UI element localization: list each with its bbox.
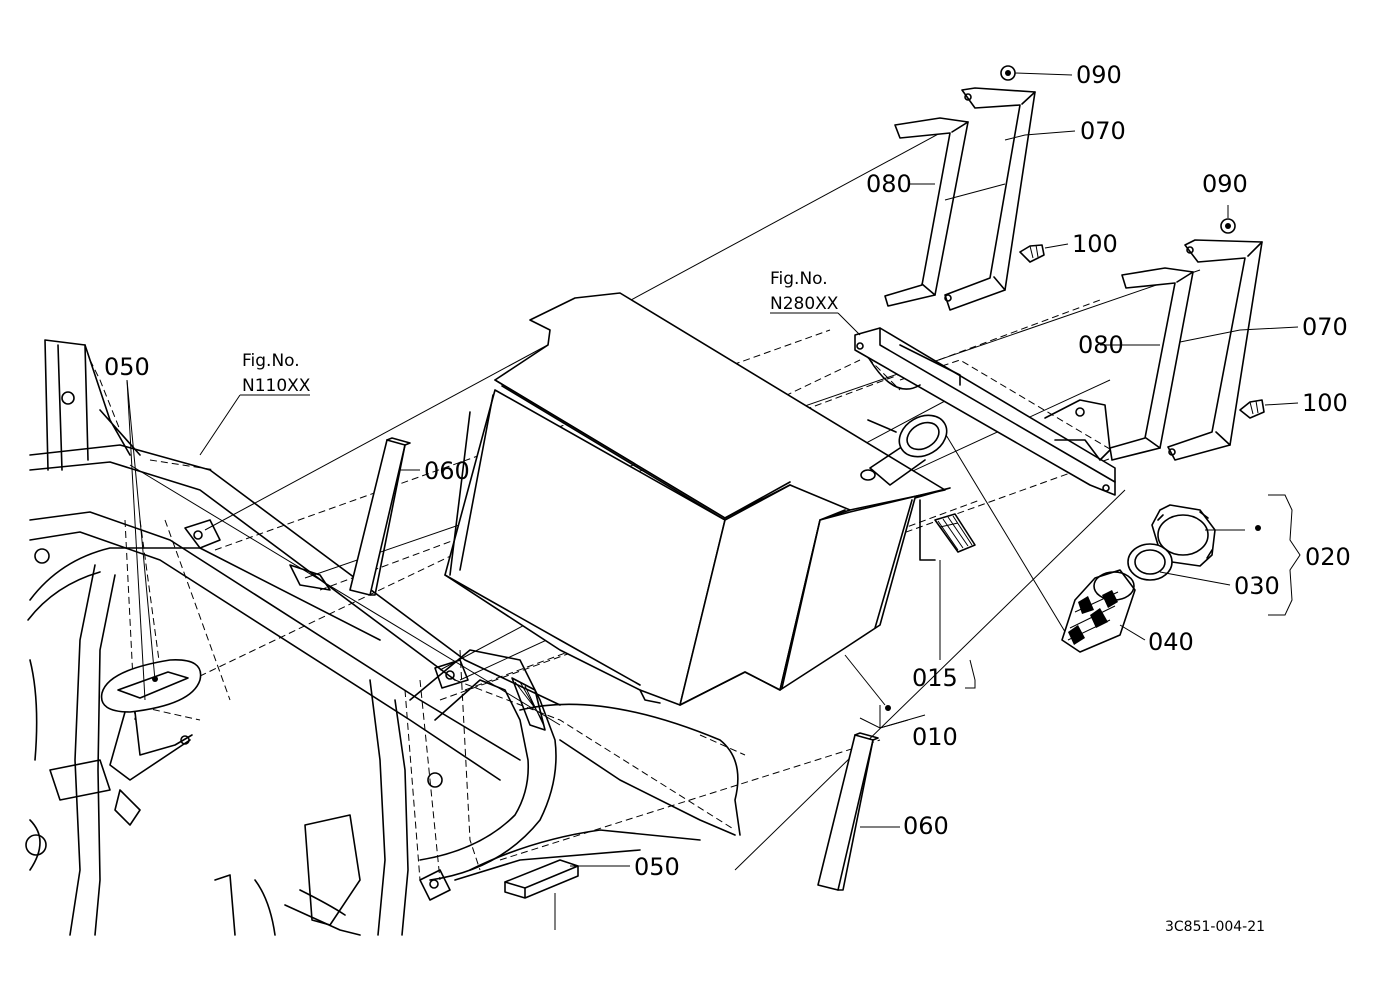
figure-references: Fig.No. N110XX Fig.No. N280XX bbox=[242, 269, 839, 396]
callout-060-upper: 060 bbox=[424, 457, 470, 485]
callout-010: 010 bbox=[912, 723, 958, 751]
callout-070-lower: 070 bbox=[1302, 313, 1348, 341]
fig-ref-1-label: Fig.No. bbox=[242, 351, 300, 371]
fuel-cap-group bbox=[1061, 504, 1216, 653]
leader-lines bbox=[126, 72, 1301, 930]
callout-080-lower: 080 bbox=[1078, 331, 1124, 359]
callout-020: 020 bbox=[1305, 543, 1351, 571]
drawing-number: 3C851-004-21 bbox=[1165, 919, 1265, 935]
callout-015: 015 bbox=[912, 664, 958, 692]
callout-050-left: 050 bbox=[104, 353, 150, 381]
fig-ref-2-label: Fig.No. bbox=[770, 269, 828, 289]
fig-ref-2-code: N280XX bbox=[770, 294, 839, 314]
callout-100-lower: 100 bbox=[1302, 389, 1348, 417]
bracket-set-upper bbox=[884, 65, 1045, 311]
callout-100-upper: 100 bbox=[1072, 230, 1118, 258]
fuel-tank bbox=[444, 292, 976, 706]
bracket-set-lower bbox=[1109, 218, 1265, 461]
callout-060-lower: 060 bbox=[903, 812, 949, 840]
tractor-frame bbox=[25, 339, 746, 936]
callout-labels: 090 070 080 090 100 080 070 100 050 060 … bbox=[104, 61, 1351, 881]
callout-080-upper: 080 bbox=[866, 170, 912, 198]
callout-090-upper: 090 bbox=[1076, 61, 1122, 89]
callout-040: 040 bbox=[1148, 628, 1194, 656]
callout-050-lower: 050 bbox=[634, 853, 680, 881]
callout-090-lower: 090 bbox=[1202, 170, 1248, 198]
fig-ref-1-code: N110XX bbox=[242, 376, 311, 396]
callout-070-upper: 070 bbox=[1080, 117, 1126, 145]
cross-beam bbox=[854, 327, 1116, 496]
callout-030: 030 bbox=[1234, 572, 1280, 600]
